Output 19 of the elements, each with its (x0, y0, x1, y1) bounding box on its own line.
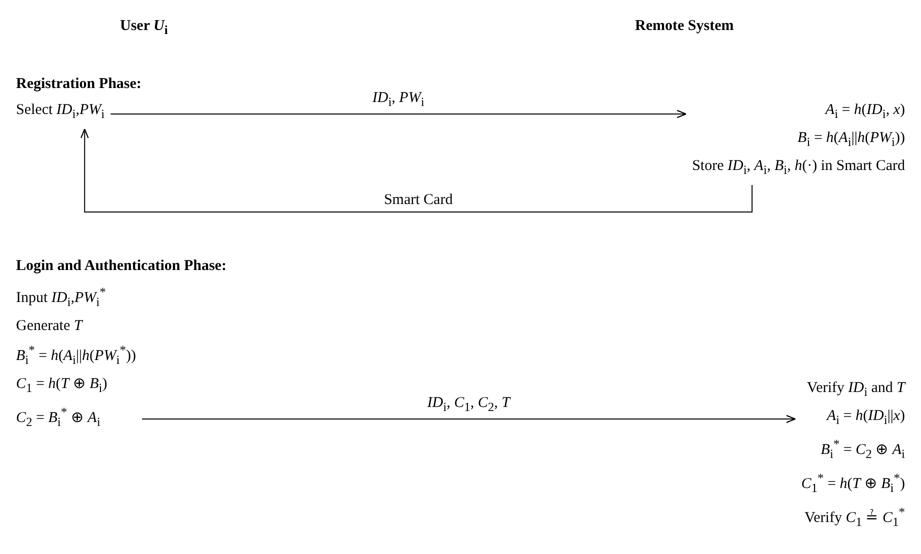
message-arrow (80, 128, 753, 212)
step-text: C$_{1}$ = h(T ⊕ B$_{i}$) (16, 375, 108, 397)
message-arrow (141, 414, 796, 424)
step-text: Verify ID$_{i}$ and T (806, 379, 905, 401)
step-text: Select ID$_{i}$,PW$_{i}$ (16, 101, 105, 123)
step-text: B$_{i}$ = h(A$_{i}$||h(PW$_{i}$)) (796, 129, 905, 151)
step-text: A$_{i}$ = h(ID$_{i}$, x) (824, 101, 905, 123)
column-heading: User U$_{i}$ (120, 18, 168, 38)
phase-heading: Registration Phase: (16, 76, 142, 93)
step-text: Generate T (16, 317, 84, 336)
step-text: Store ID$_{i}$, A$_{i}$, B$_{i}$, h(·) in Smart Card (692, 157, 905, 179)
column-heading: Remote System (635, 18, 734, 35)
phase-heading: Login and Authentication Phase: (16, 258, 226, 275)
message-arrow (110, 110, 687, 118)
step-text: B$_{i}$$^{*}$ = h(A$_{i}$||h(PW$_{i}$$^{*}$)) (16, 342, 136, 369)
step-text: C$_{1}$$^{*}$ = h(T ⊕ B$_{i}$$^{*}$) (801, 470, 905, 497)
step-text: A$_{i}$ = h(ID$_{i}$||x) (825, 407, 905, 429)
step-text: B$_{i}$$^{*}$ = C$_{2}$ ⊕ A$_{i}$ (820, 436, 905, 463)
step-text: C$_{2}$ = B$_{i}$$^{*}$ ⊕ A$_{i}$ (16, 404, 102, 431)
